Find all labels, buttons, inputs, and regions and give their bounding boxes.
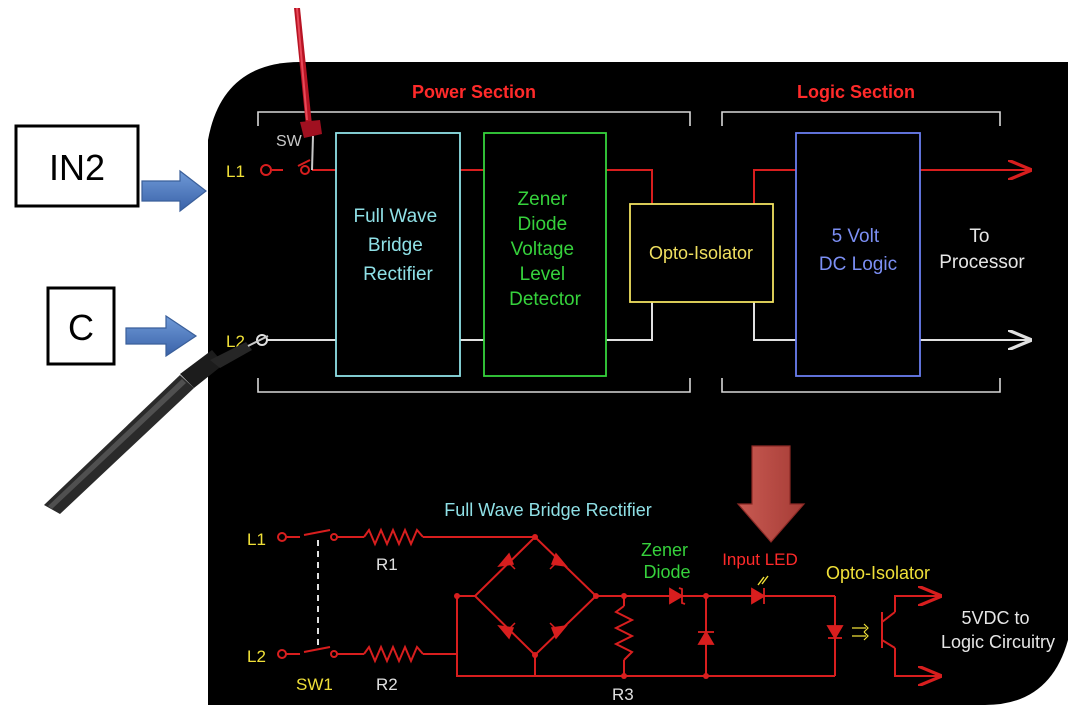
opto-block-label: Opto-Isolator [649,243,753,263]
input-led-pointer-arrow [736,445,806,543]
zener-line-1: Zener [518,189,568,210]
zener-detector-block: Zener Diode Voltage Level Detector [483,132,607,377]
rectifier-line-2: Bridge [368,235,423,256]
zener-label-line-2: Diode [643,562,690,582]
l1-signal-wire [260,159,1030,204]
input-led-symbol [751,575,769,605]
junction-dots [454,534,709,679]
svg-text:5VDC to Logic Circuitry: 5VDC to Logic Circuitry [941,608,1055,652]
zener-line-5: Detector [509,289,581,310]
in2-arrow [141,169,207,213]
c-arrow [125,314,198,358]
red-probe [294,8,322,171]
rectifier-line-1: Full Wave [353,206,437,227]
zener-line-2: Diode [518,214,568,235]
svg-text:To Processor: To Processor [939,226,1025,273]
logic-section-title: Logic Section [797,82,915,102]
svg-text:5 Volt DC Logic: 5 Volt DC Logic [819,226,897,275]
power-section-title: Power Section [412,82,536,102]
input-led-label: Input LED [722,550,798,569]
l2-return-wire [256,302,1030,345]
to-processor-line-2: Processor [939,252,1025,273]
zener-diode-symbol [669,587,686,605]
black-probe [44,335,269,514]
opto-led-symbol [826,623,869,641]
r1-label: R1 [376,555,398,574]
power-section-bracket [257,111,691,393]
bridge-rectifier-title: Full Wave Bridge Rectifier [444,500,651,520]
output-label-line-2: Logic Circuitry [941,632,1055,652]
c-callout-label: C [68,307,94,348]
sw1-label: SW1 [296,675,333,694]
rectifier-block: Full Wave Bridge Rectifier [335,132,461,377]
r3-label: R3 [612,685,634,704]
logic-line-2: DC Logic [819,254,897,275]
svg-text:Full Wave Bridge R: Full Wave Bridge Rectifier [353,206,442,285]
in2-callout: IN2 [14,124,140,208]
r2-label: R2 [376,675,398,694]
opto-isolator-block: Opto-Isolator [629,203,774,303]
to-processor-line-1: To [969,226,989,247]
logic-line-1: 5 Volt [832,226,880,247]
l1-terminal-label: L1 [226,162,245,181]
zener-label-line-1: Zener [641,540,688,560]
zener-line-4: Level [520,264,565,285]
dc-logic-block: 5 Volt DC Logic [795,132,921,377]
rectifier-line-3: Rectifier [363,264,433,285]
in2-callout-label: IN2 [49,147,105,188]
bridge-diodes [497,552,568,640]
diagram-panel [208,62,1068,705]
sch-opto-label: Opto-Isolator [826,563,930,583]
shunt-diode-symbol [697,630,715,645]
sw-label: SW [276,133,303,150]
sch-l2-label: L2 [247,647,266,666]
svg-text:Zener Diode: Zener Diode [641,540,693,582]
c-callout: C [46,286,116,366]
svg-text:Zener Diode Voltag: Zener Diode Voltage Level Detector [509,189,581,310]
output-label-line-1: 5VDC to [961,608,1029,628]
zener-line-3: Voltage [511,239,574,260]
logic-section-bracket [721,111,1001,393]
sch-l1-label: L1 [247,530,266,549]
